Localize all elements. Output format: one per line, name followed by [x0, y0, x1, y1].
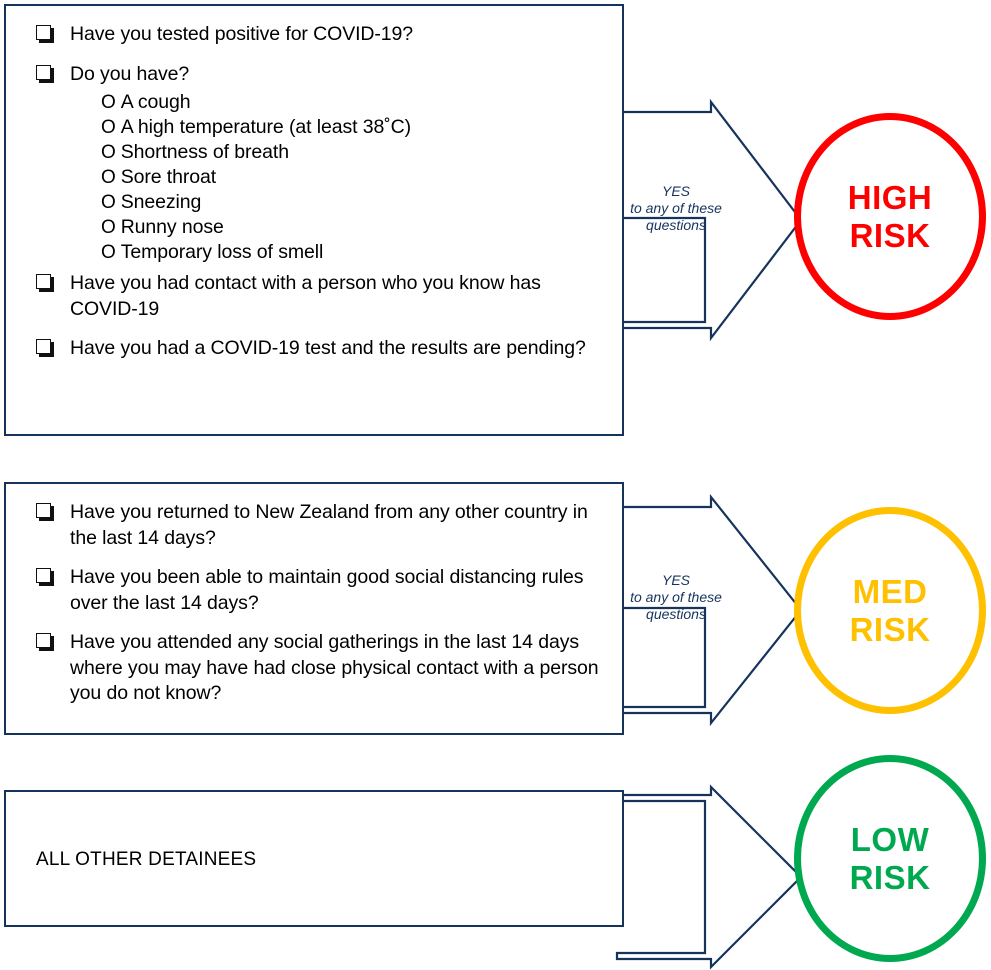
- symptom-text: A high temperature (at least 38˚C): [120, 116, 412, 138]
- checkbox-icon[interactable]: [36, 274, 51, 289]
- low-risk-text: ALL OTHER DETAINEES: [36, 849, 257, 870]
- checkbox-icon[interactable]: [36, 633, 51, 648]
- list-item: Have you tested positive for COVID-19?: [36, 22, 608, 48]
- high-risk-label-line2: RISK: [849, 216, 931, 254]
- checkbox-icon[interactable]: [36, 339, 51, 354]
- med-risk-question-list: Have you returned to New Zealand from an…: [6, 484, 622, 707]
- list-item: Have you returned to New Zealand from an…: [36, 500, 608, 551]
- high-risk-question-list: Have you tested positive for COVID-19? D…: [6, 6, 622, 362]
- arrow-low-risk: [615, 784, 803, 970]
- arrow-label-line: to any of these: [630, 200, 722, 216]
- low-risk-badge: LOW RISK: [794, 755, 986, 962]
- arrow-label-line: questions: [646, 217, 706, 233]
- high-risk-label-line1: HIGH: [847, 178, 933, 216]
- low-risk-label-line1: LOW: [850, 820, 930, 858]
- checkbox-icon[interactable]: [36, 503, 51, 518]
- low-risk-question-box: ALL OTHER DETAINEES: [4, 790, 624, 927]
- circle-bullet-icon: O: [101, 217, 116, 238]
- arrow-high-risk: [615, 98, 803, 342]
- arrow-label-line: YES: [661, 183, 690, 199]
- list-item: Have you had contact with a person who y…: [36, 271, 608, 322]
- question-text: Have you been able to maintain good soci…: [70, 566, 584, 614]
- circle-bullet-icon: O: [101, 192, 116, 213]
- circle-bullet-icon: O: [101, 242, 116, 263]
- question-text: Have you tested positive for COVID-19?: [70, 23, 414, 45]
- circle-bullet-icon: O: [101, 92, 116, 113]
- arrow-label-line: YES: [661, 572, 690, 588]
- checkbox-icon[interactable]: [36, 568, 51, 583]
- list-item: Have you attended any social gatherings …: [36, 630, 608, 707]
- arrow-med-risk: [615, 493, 803, 727]
- circle-bullet-icon: O: [101, 117, 116, 138]
- low-risk-label-line2: RISK: [849, 858, 931, 896]
- checkbox-icon[interactable]: [36, 25, 51, 40]
- med-risk-badge: MED RISK: [794, 507, 986, 714]
- arrow-label-med-risk: YES to any of these questions: [616, 572, 736, 623]
- list-item: Have you been able to maintain good soci…: [36, 565, 608, 616]
- symptom-text: Runny nose: [120, 216, 224, 238]
- symptom-text: Sneezing: [120, 191, 202, 213]
- circle-bullet-icon: O: [101, 142, 116, 163]
- question-text: Do you have?: [70, 62, 190, 85]
- symptom-text: A cough: [120, 91, 191, 113]
- symptom-text: Sore throat: [120, 166, 217, 188]
- question-text: Have you attended any social gatherings …: [70, 631, 599, 704]
- high-risk-question-box: Have you tested positive for COVID-19? D…: [4, 4, 624, 436]
- med-risk-label-line1: MED: [852, 572, 928, 610]
- checkbox-icon[interactable]: [36, 64, 51, 80]
- symptom-text: Shortness of breath: [120, 141, 289, 163]
- question-text: Have you returned to New Zealand from an…: [70, 501, 588, 549]
- list-item: Have you had a COVID-19 test and the res…: [36, 336, 608, 362]
- question-text: Have you had a COVID-19 test and the res…: [70, 337, 586, 359]
- question-text: Have you had contact with a person who y…: [70, 272, 541, 320]
- med-risk-question-box: Have you returned to New Zealand from an…: [4, 482, 624, 735]
- arrow-label-line: questions: [646, 606, 706, 622]
- arrow-label-high-risk: YES to any of these questions: [616, 183, 736, 234]
- arrow-label-line: to any of these: [630, 589, 722, 605]
- symptom-text: Temporary loss of smell: [120, 241, 324, 263]
- circle-bullet-icon: O: [101, 167, 116, 188]
- high-risk-badge: HIGH RISK: [794, 113, 986, 320]
- med-risk-label-line2: RISK: [849, 610, 931, 648]
